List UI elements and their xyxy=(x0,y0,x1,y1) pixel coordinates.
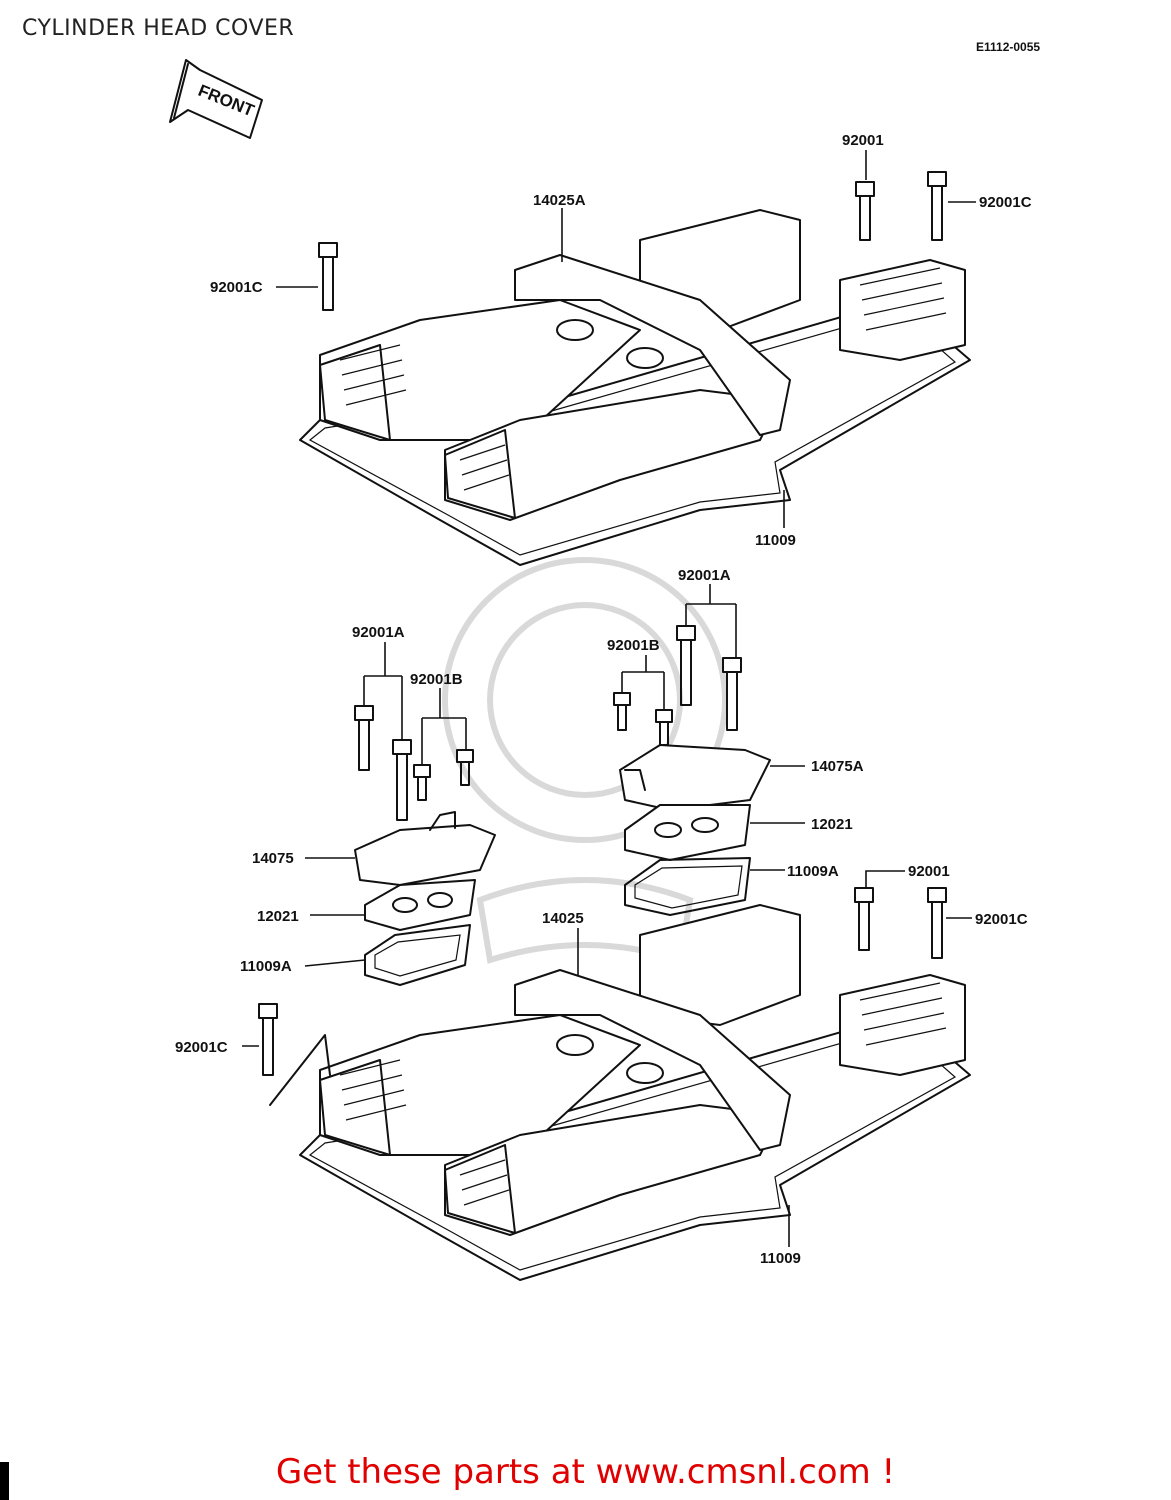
footer-link[interactable]: Get these parts at www.cmsnl.com ! xyxy=(275,1452,896,1492)
label-92001a-right: 92001A xyxy=(678,567,731,584)
label-92001b-left: 92001B xyxy=(410,671,463,688)
label-11009a-right: 11009A xyxy=(787,863,839,880)
bolt-92001b-left-2 xyxy=(456,749,474,786)
breather-cover-14075a xyxy=(619,744,771,811)
label-12021-right: 12021 xyxy=(811,816,853,833)
corner-mark xyxy=(0,1462,9,1500)
label-92001c-bottomright: 92001C xyxy=(975,911,1028,928)
bolt-92001a-left-2 xyxy=(392,739,412,821)
bolt-92001b-left-1 xyxy=(413,764,431,801)
label-92001-bottom: 92001 xyxy=(908,863,950,880)
label-14025: 14025 xyxy=(542,910,584,927)
cylinder-head-cover-lower xyxy=(269,904,971,1281)
bolt-92001-top xyxy=(855,181,875,241)
cylinder-head-cover-upper xyxy=(299,209,971,566)
label-92001b-right: 92001B xyxy=(607,637,660,654)
label-92001c-bottomleft: 92001C xyxy=(175,1039,228,1056)
bolt-92001c-bottomleft xyxy=(258,1003,278,1076)
label-11009-top: 11009 xyxy=(755,532,796,549)
leader-lines xyxy=(242,150,976,1247)
label-92001c-topright: 92001C xyxy=(979,194,1032,211)
label-12021-left: 12021 xyxy=(257,908,299,925)
bolt-92001c-topleft xyxy=(318,242,338,311)
bolt-92001a-right-2 xyxy=(722,657,742,731)
bolt-92001-bottom xyxy=(854,887,874,951)
label-14075a: 14075A xyxy=(811,758,864,775)
label-14075: 14075 xyxy=(252,850,294,867)
label-92001c-topleft: 92001C xyxy=(210,279,263,296)
bolt-92001a-left-1 xyxy=(354,705,374,771)
gasket-11009a-left xyxy=(364,924,471,986)
bolt-92001c-bottomright xyxy=(927,887,947,959)
label-92001a-left: 92001A xyxy=(352,624,405,641)
plate-12021-left xyxy=(364,879,476,931)
plate-12021-right xyxy=(624,804,751,861)
label-11009-bottom: 11009 xyxy=(760,1250,801,1267)
diagram-code: E1112-0055 xyxy=(976,40,1041,54)
page-title: CYLINDER HEAD COVER xyxy=(22,16,295,41)
breather-cover-14075 xyxy=(354,811,496,886)
label-14025a: 14025A xyxy=(533,192,586,209)
gasket-11009a-right xyxy=(624,857,751,916)
front-arrow-icon: FRONT xyxy=(169,59,263,139)
label-92001-top: 92001 xyxy=(842,132,884,149)
part-labels: 92001 92001C 14025A 92001C 11009 92001A … xyxy=(175,132,1032,1267)
bolt-92001b-right-1 xyxy=(613,692,631,731)
label-11009a-left: 11009A xyxy=(240,958,292,975)
bolt-92001c-topright xyxy=(927,171,947,241)
